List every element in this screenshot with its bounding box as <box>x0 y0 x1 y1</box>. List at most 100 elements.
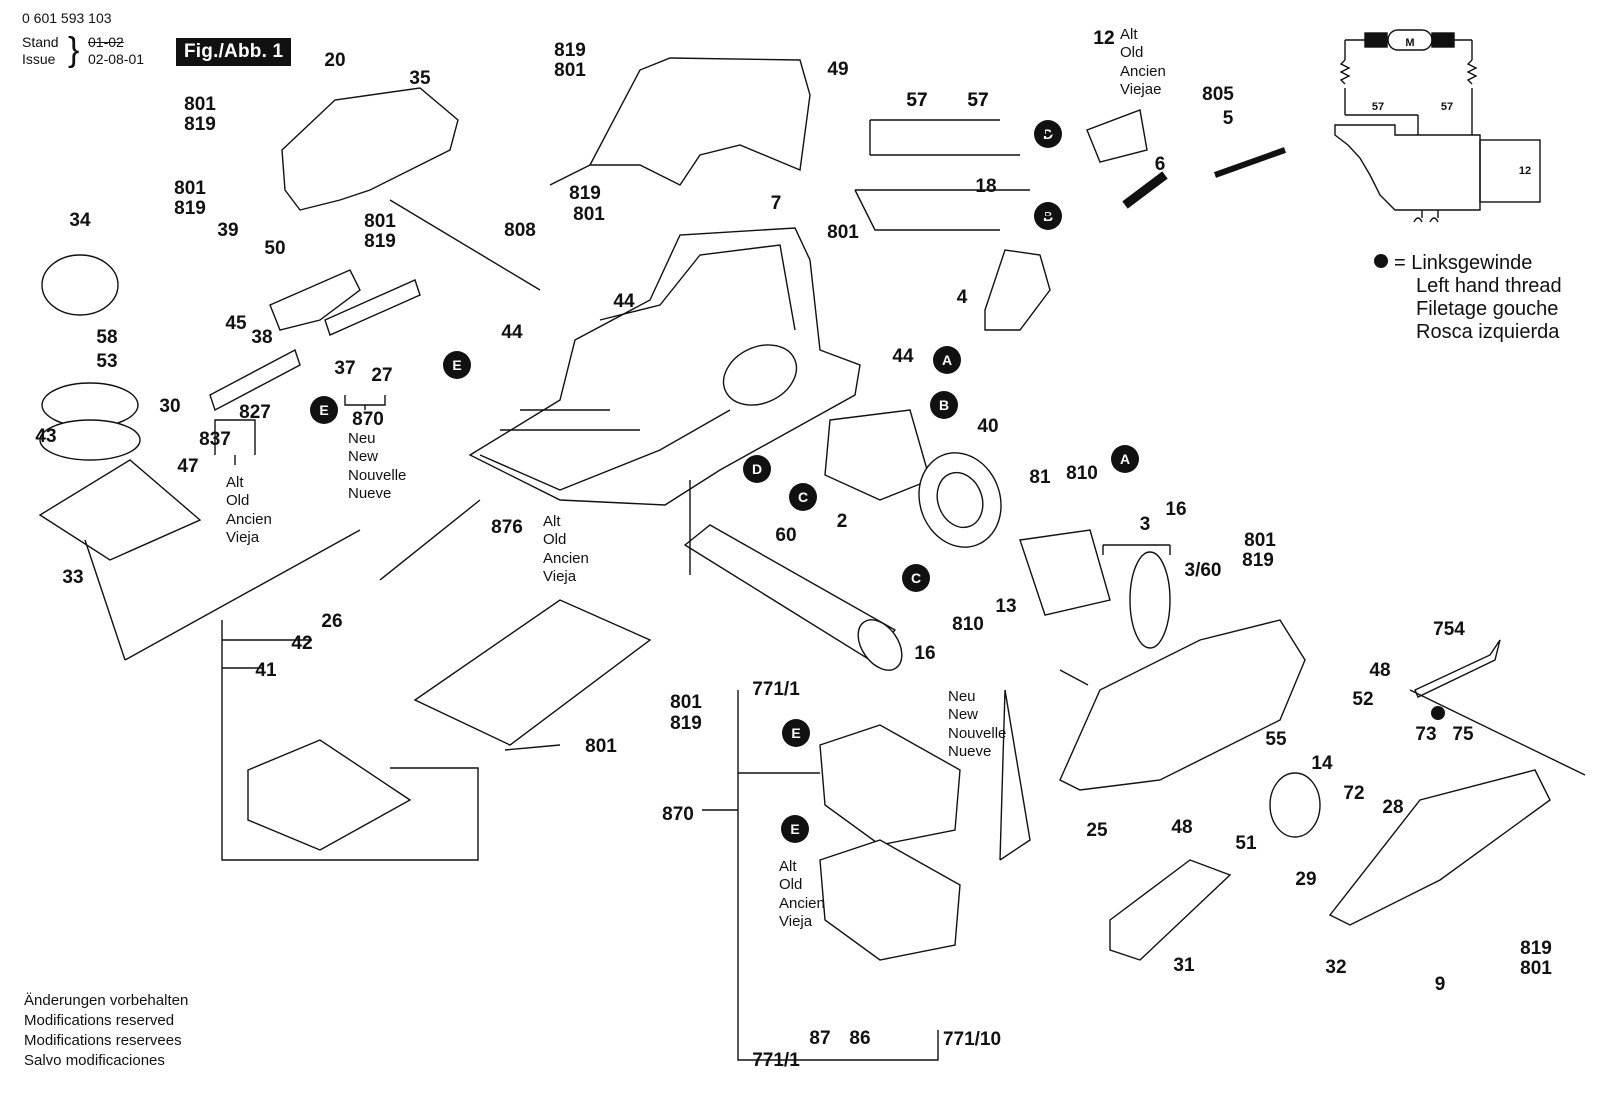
part-callout: 819 <box>364 231 396 252</box>
part-callout: 808 <box>504 220 536 241</box>
svg-text:Nouvelle: Nouvelle <box>948 725 1006 742</box>
part-callout: 58 <box>96 327 117 348</box>
figure-label: Fig./Abb. 1 <box>176 38 292 66</box>
part-callout: 870 <box>662 804 694 825</box>
part-callout: 57 <box>906 90 927 111</box>
part-callout: 72 <box>1343 783 1364 804</box>
marker-d: D <box>1043 126 1053 142</box>
part-callout: 34 <box>69 210 91 231</box>
part-callout: 31 <box>1173 955 1195 976</box>
left-hand-thread-dot-icon <box>1374 254 1388 268</box>
cutterhead-new <box>819 724 961 846</box>
part-callout: B <box>1041 202 1055 223</box>
part-callout: 47 <box>177 456 198 477</box>
part-callout: 16 <box>1165 499 1186 520</box>
drive-belt <box>1109 859 1232 961</box>
part-callout: 876 <box>491 517 523 538</box>
part-callout: 40 <box>977 416 998 437</box>
svg-text:Old: Old <box>226 492 249 509</box>
svg-text:Ancien: Ancien <box>1120 63 1166 80</box>
part-callout: 810 <box>1066 463 1098 484</box>
part-callout: 819 <box>184 114 216 135</box>
marker-e: E <box>452 357 461 373</box>
svg-text:Old: Old <box>1120 44 1143 61</box>
note-line: Modifications reservees <box>24 1032 182 1049</box>
part-callout: 771/1 <box>752 1050 800 1071</box>
part-callout: 819 <box>554 40 586 61</box>
stand-date: 01-02 <box>88 34 124 50</box>
note-line: Änderungen vorbehalten <box>24 992 189 1009</box>
note-line: Modifications reserved <box>24 1012 175 1029</box>
legend-line-3: Filetage gouche <box>1416 298 1559 320</box>
marker-d: D <box>752 461 762 477</box>
part-callout: 35 <box>409 68 431 89</box>
svg-text:Nueve: Nueve <box>348 485 391 502</box>
part-callout: 75 <box>1452 724 1474 745</box>
part-callout: 3/60 <box>1185 560 1222 581</box>
part-callout: 53 <box>96 351 117 372</box>
part-callout: 819 <box>1242 550 1274 571</box>
svg-text:Old: Old <box>779 876 802 893</box>
svg-text:Ancien: Ancien <box>543 550 589 567</box>
wire-label: 57 <box>1441 101 1453 113</box>
part-callout: 819 <box>670 713 702 734</box>
part-callout: 9 <box>1435 974 1446 995</box>
part-callout: 38 <box>251 327 272 348</box>
belt-cover <box>281 87 459 211</box>
part-callout: 801 <box>585 736 617 757</box>
marker-b: B <box>939 397 949 413</box>
marker-e: E <box>791 725 800 741</box>
marker-b: B <box>1043 208 1053 224</box>
part-callout: 26 <box>321 611 342 632</box>
svg-text:Vieja: Vieja <box>226 529 260 546</box>
part-callout: 51 <box>1235 833 1257 854</box>
part-callout: 810 <box>952 614 984 635</box>
switch-label: 12 <box>1519 165 1531 177</box>
svg-text:New: New <box>948 706 978 723</box>
part-number: 0 601 593 103 <box>22 10 112 26</box>
part-callout: D <box>1041 120 1055 141</box>
part-callout: 837 <box>199 429 231 450</box>
marker-e: E <box>319 402 328 418</box>
line-art <box>38 29 1586 1061</box>
svg-text:Vieja: Vieja <box>543 568 577 585</box>
svg-text:Neu: Neu <box>948 688 976 705</box>
part-callout: 49 <box>827 59 848 80</box>
scale-plate <box>38 459 202 561</box>
part-callout: 25 <box>1086 820 1108 841</box>
wiring-schematic <box>1334 29 1541 223</box>
part-callout: 48 <box>1171 817 1192 838</box>
part-callout: 801 <box>827 222 859 243</box>
issue-label: Issue <box>22 51 56 67</box>
marker-e: E <box>790 821 799 837</box>
side-cover <box>1328 769 1551 926</box>
part-callout: 45 <box>225 313 247 334</box>
part-callout: 44 <box>892 346 914 367</box>
part-callout: 39 <box>217 220 238 241</box>
marker-c: C <box>798 489 808 505</box>
part-callout: 52 <box>1352 689 1373 710</box>
part-callout: 87 <box>809 1028 830 1049</box>
marker-a: A <box>942 352 952 368</box>
svg-text:Alt: Alt <box>1120 26 1138 43</box>
svg-text:Neu: Neu <box>348 430 376 447</box>
part-callout: 5 <box>1223 108 1234 129</box>
part-callout: 60 <box>775 525 796 546</box>
note-line: Salvo modificaciones <box>24 1052 165 1069</box>
legend-line-2: Left hand thread <box>1416 275 1562 297</box>
legend-line-4: Rosca izquierda <box>1416 321 1560 343</box>
part-callout: 13 <box>995 596 1016 617</box>
part-callout: 819 <box>569 183 601 204</box>
part-callout: 801 <box>670 692 702 713</box>
svg-text:Viejae: Viejae <box>1120 81 1161 98</box>
gear-housing <box>1059 619 1306 791</box>
part-callout: 41 <box>255 660 277 681</box>
motor-label: M <box>1405 37 1414 49</box>
svg-text:Nueve: Nueve <box>948 743 991 760</box>
part-callout: 6 <box>1155 154 1166 175</box>
handle-cover <box>588 57 811 186</box>
armature <box>1019 529 1111 616</box>
part-callout: 3 <box>1140 514 1151 535</box>
